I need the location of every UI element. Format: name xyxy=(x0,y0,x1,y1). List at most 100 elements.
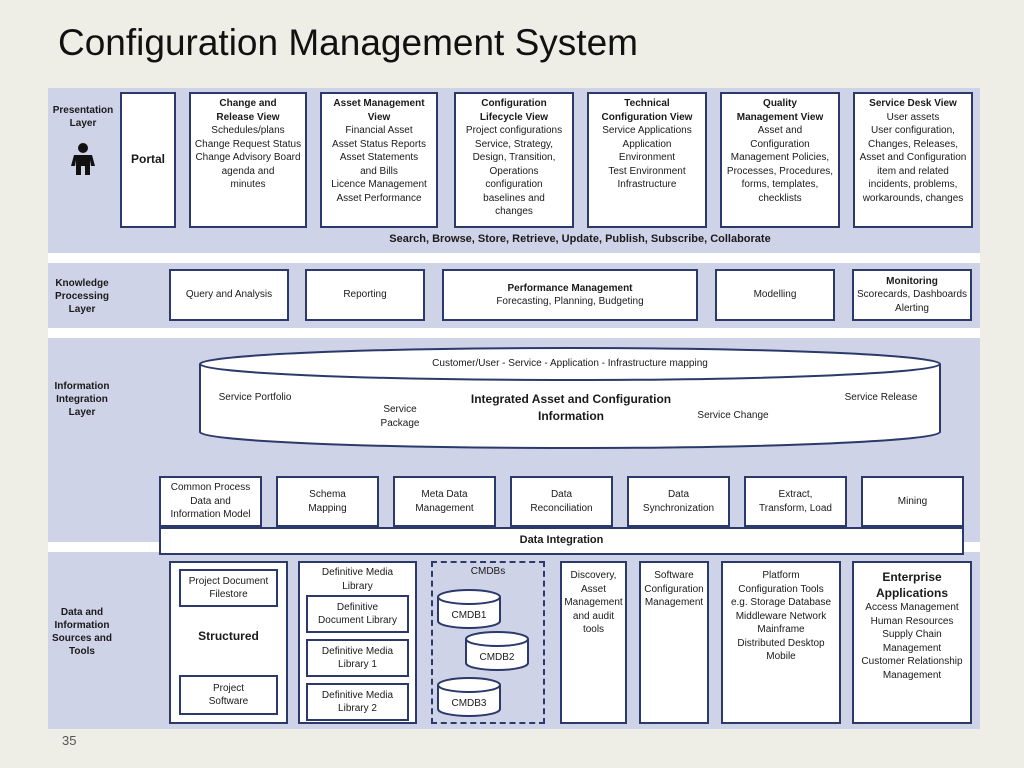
enterprise-line: Supply Chain xyxy=(882,629,942,640)
view-line: Infrastructure xyxy=(617,179,677,190)
view-line: User configuration, xyxy=(871,125,955,136)
query-analysis-box: Query and Analysis xyxy=(169,269,289,321)
enterprise-line: Management xyxy=(882,669,942,681)
platform-line: Mainframe xyxy=(757,624,805,635)
view-line: Configuration xyxy=(750,138,810,150)
data-integration-bar: Data Integration xyxy=(159,527,964,555)
service-package-label: Service Package xyxy=(380,404,420,429)
metadata-management-label: Meta Data Management xyxy=(415,489,474,514)
data-synchronization-label: Data Synchronization xyxy=(642,489,715,514)
configuration-lifecycle-view: Configuration Lifecycle View Project con… xyxy=(454,92,574,228)
service-portfolio-label: Service Portfolio xyxy=(218,392,292,403)
asset-management-view: Asset Management View Financial Asset As… xyxy=(320,92,438,228)
view-line: agenda and xyxy=(221,165,275,177)
slide-number: 35 xyxy=(62,733,77,748)
view-line: Asset Performance xyxy=(336,192,422,204)
software-cm-label: Software Configuration Management xyxy=(644,570,704,608)
project-software-label: Project Software xyxy=(208,683,249,707)
performance-sub: Forecasting, Planning, Budgeting xyxy=(496,296,644,307)
platform-line: e.g. Storage Database xyxy=(730,597,832,608)
enterprise-apps-box: Enterprise Applications Access Managemen… xyxy=(852,561,972,724)
view-line: Management Policies, xyxy=(730,152,830,163)
view-line: Change Request Status xyxy=(194,138,302,150)
view-line: and Bills xyxy=(360,165,398,177)
view-line: baselines and xyxy=(483,192,545,204)
service-change-label: Service Change xyxy=(697,410,769,421)
data-reconciliation-label: Data Reconciliation xyxy=(530,489,593,514)
view-line: item and related xyxy=(877,165,949,177)
discovery-tools-label: Discovery, Asset Management and audit to… xyxy=(564,570,623,635)
modelling-label: Modelling xyxy=(753,289,797,301)
common-process-box: Common Process Data and Information Mode… xyxy=(159,476,262,527)
cmdbs-title: CMDBs xyxy=(470,566,506,577)
view-line: Schedules/plans xyxy=(211,125,285,136)
integrated-info-label: Integrated Asset and Configuration Infor… xyxy=(470,392,672,423)
platform-line: Configuration Tools xyxy=(738,583,824,595)
view-line: Environment xyxy=(618,152,676,163)
view-line: Asset and xyxy=(757,125,803,136)
query-analysis-label: Query and Analysis xyxy=(185,289,273,301)
view-line: Asset Status Reports xyxy=(332,138,426,150)
cmdb2-icon xyxy=(465,631,529,671)
presentation-layer-label: Presentation Layer xyxy=(52,105,114,129)
technical-configuration-view: Technical Configuration View Service App… xyxy=(587,92,707,228)
view-line: incidents, problems, xyxy=(868,179,958,190)
information-layer-label: Information Integration Layer xyxy=(54,380,110,418)
view-line: Licence Management xyxy=(331,179,427,190)
monitoring-line: Alerting xyxy=(895,302,929,314)
view-line: Asset Statements xyxy=(339,152,419,163)
band-divider xyxy=(48,253,980,263)
cmdb3-icon xyxy=(437,677,501,717)
enterprise-line: Customer Relationship xyxy=(861,656,963,667)
reporting-label: Reporting xyxy=(343,289,387,301)
schema-mapping-label: Schema Mapping xyxy=(308,489,347,514)
etl-label: Extract, Transform, Load xyxy=(759,489,832,514)
enterprise-title: Enterprise Applications xyxy=(875,570,948,600)
cmdb1-label: CMDB1 xyxy=(451,610,487,621)
band-divider xyxy=(48,328,980,338)
view-line: User assets xyxy=(886,111,940,123)
cmdb3-label: CMDB3 xyxy=(451,698,487,709)
presentation-actions-bar: Search, Browse, Store, Retrieve, Update,… xyxy=(389,233,771,245)
dml-item-label: Definitive Document Library xyxy=(318,602,397,626)
performance-title: Performance Management xyxy=(507,282,633,294)
monitoring-line: Scorecards, Dashboards xyxy=(856,289,968,301)
view-line: Service, Strategy, xyxy=(474,138,554,150)
view-line: forms, templates, xyxy=(741,179,819,190)
view-title: Service Desk View xyxy=(869,98,957,109)
structured-label: Structured xyxy=(198,629,259,643)
page-title: Configuration Management System xyxy=(58,22,638,63)
view-line: Change Advisory Board xyxy=(195,152,301,163)
project-filestore-box: Project Document Filestore xyxy=(179,569,278,607)
platform-line: Middleware Network xyxy=(735,610,827,622)
person-icon xyxy=(66,142,100,176)
view-line: minutes xyxy=(230,179,266,190)
cmdb1-icon xyxy=(437,589,501,629)
dml-title: Definitive Media Library xyxy=(321,567,394,592)
platform-box: Platform Configuration Tools e.g. Storag… xyxy=(721,561,841,724)
mapping-label: Customer/User - Service - Application - … xyxy=(432,358,708,369)
mining-label: Mining xyxy=(897,495,928,507)
project-filestore-label: Project Document Filestore xyxy=(188,576,269,600)
change-release-view: Change and Release View Schedules/plans … xyxy=(189,92,307,228)
enterprise-line: Human Resources xyxy=(870,615,954,627)
dml-box: Definitive Media Library Definitive Docu… xyxy=(298,561,417,724)
enterprise-line: Management xyxy=(882,642,942,654)
monitoring-title: Monitoring xyxy=(886,275,938,287)
schema-mapping-box: Schema Mapping xyxy=(276,476,379,527)
view-line: configuration xyxy=(485,179,543,190)
platform-line: Distributed Desktop xyxy=(737,637,825,649)
platform-title: Platform xyxy=(762,570,800,581)
integration-cylinder xyxy=(199,347,941,449)
dml-item-label: Definitive Media Library 1 xyxy=(321,646,394,670)
view-line: changes xyxy=(495,206,533,217)
view-title: Technical Configuration View xyxy=(601,98,693,123)
data-integration-label: Data Integration xyxy=(519,534,604,547)
dml-item-label: Definitive Media Library 2 xyxy=(321,690,394,714)
project-software-box: Project Software xyxy=(179,675,278,715)
data-synchronization-box: Data Synchronization xyxy=(627,476,730,527)
common-process-label: Common Process Data and Information Mode… xyxy=(170,482,251,521)
knowledge-layer-label: Knowledge Processing Layer xyxy=(55,277,109,315)
view-line: Application xyxy=(622,138,672,150)
definitive-document-library-box: Definitive Document Library xyxy=(306,595,409,633)
